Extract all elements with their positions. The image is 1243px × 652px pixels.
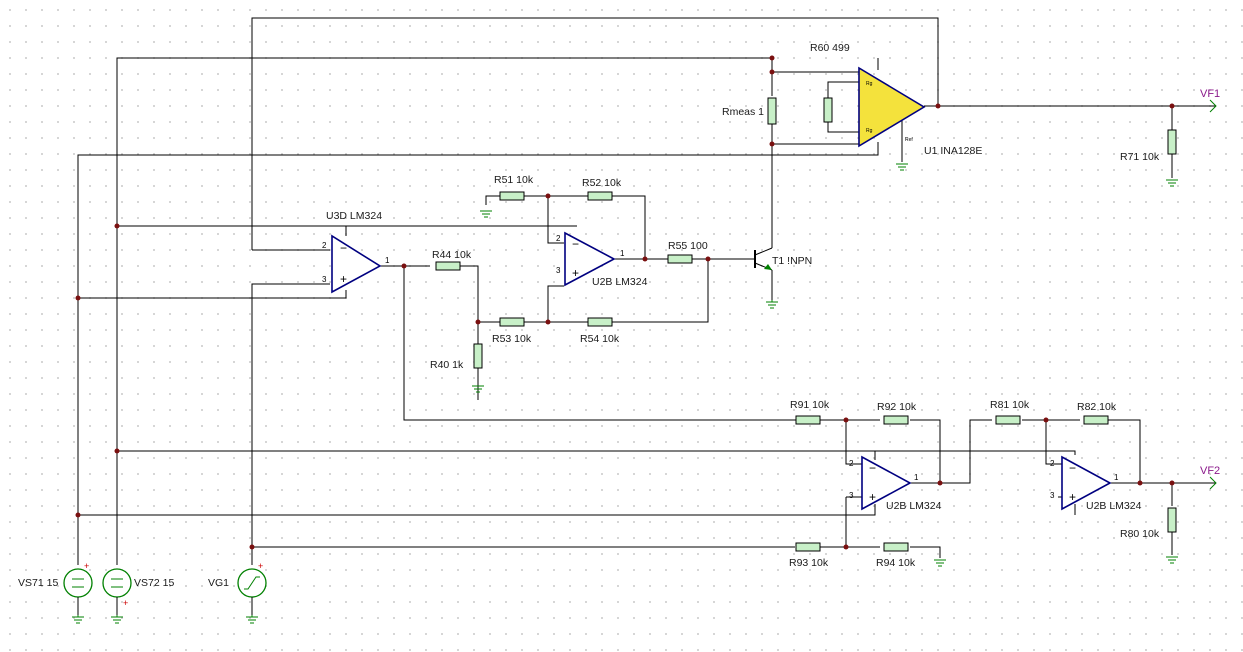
resistor-rmeas [767, 97, 777, 125]
output-terminals [1209, 99, 1217, 490]
resistor-r92 [883, 415, 909, 425]
label-r52: R52 10k [582, 177, 622, 189]
voltage-source-vs72: + [102, 568, 132, 615]
signal-generator-vg1: + [237, 561, 267, 615]
opamp-u3d: 2 3 1 − + [322, 234, 390, 294]
label-r40: R40 1k [430, 359, 464, 371]
opamp-u2b-top: 2 3 1 − + [556, 231, 625, 287]
ina128-amplifier: Rg Rg Ref [858, 66, 926, 148]
label-vf1: VF1 [1200, 88, 1220, 100]
svg-text:+: + [258, 561, 263, 571]
label-r44: R44 10k [432, 249, 472, 261]
label-u2b-top: U2B LM324 [592, 276, 648, 288]
resistor-r52 [587, 191, 613, 201]
resistor-r82 [1083, 415, 1109, 425]
wires [77, 17, 1216, 565]
svg-text:−: − [1069, 461, 1076, 475]
label-r82: R82 10k [1077, 401, 1117, 413]
resistor-r54 [587, 317, 613, 327]
label-r55: R55 100 [668, 240, 708, 252]
svg-text:2: 2 [322, 241, 327, 250]
svg-text:1: 1 [1114, 473, 1119, 482]
svg-text:+: + [572, 266, 579, 280]
ground-symbols [72, 163, 1178, 624]
resistor-r81 [995, 415, 1021, 425]
opamp-u2b-mid: 2 3 1 − + [849, 455, 919, 511]
resistor-r93 [795, 542, 821, 552]
label-t1: T1 !NPN [772, 255, 812, 267]
svg-text:2: 2 [556, 234, 561, 243]
svg-text:Ref: Ref [905, 137, 913, 143]
label-vf2: VF2 [1200, 465, 1220, 477]
label-r71: R71 10k [1120, 151, 1160, 163]
svg-text:+: + [869, 490, 876, 504]
label-r53: R53 10k [492, 333, 532, 345]
resistor-inner [823, 97, 833, 123]
component-labels: R60 499 Rmeas 1 U1 INA128E R71 10k R51 1… [18, 42, 1220, 589]
svg-text:3: 3 [556, 266, 561, 275]
label-vg1: VG1 [208, 577, 229, 589]
svg-text:+: + [340, 272, 347, 286]
svg-text:−: − [572, 237, 579, 251]
label-vs72: VS72 15 [134, 577, 174, 589]
svg-text:3: 3 [322, 275, 327, 284]
label-vs71: VS71 15 [18, 577, 58, 589]
label-u1: U1 INA128E [924, 145, 982, 157]
svg-text:Rg: Rg [866, 128, 873, 134]
label-u2b-right: U2B LM324 [1086, 500, 1142, 512]
svg-text:−: − [340, 241, 347, 255]
resistor-r91 [795, 415, 821, 425]
resistor-r71 [1167, 129, 1177, 155]
label-r94: R94 10k [876, 557, 916, 569]
resistor-r53 [499, 317, 525, 327]
svg-text:2: 2 [849, 459, 854, 468]
label-r60: R60 499 [810, 42, 850, 54]
label-r92: R92 10k [877, 401, 917, 413]
junction-nodes [75, 55, 1175, 550]
svg-text:3: 3 [849, 491, 854, 500]
svg-text:Rg: Rg [866, 81, 873, 87]
resistor-r44 [435, 261, 461, 271]
resistors [435, 97, 1177, 552]
resistor-r40 [473, 343, 483, 369]
svg-text:+: + [123, 598, 128, 608]
svg-text:−: − [869, 461, 876, 475]
label-r80: R80 10k [1120, 528, 1160, 540]
svg-text:2: 2 [1050, 459, 1055, 468]
svg-text:3: 3 [1050, 491, 1055, 500]
svg-text:1: 1 [620, 249, 625, 258]
svg-text:+: + [1069, 490, 1076, 504]
label-u3d: U3D LM324 [326, 210, 382, 222]
resistor-r55 [667, 254, 693, 264]
resistor-r94 [883, 542, 909, 552]
label-r91: R91 10k [790, 399, 830, 411]
label-r51: R51 10k [494, 174, 534, 186]
svg-text:1: 1 [914, 473, 919, 482]
label-rmeas: Rmeas 1 [722, 106, 764, 118]
svg-text:1: 1 [385, 256, 390, 265]
label-r93: R93 10k [789, 557, 829, 569]
voltage-source-vs71: + [63, 561, 93, 615]
svg-text:+: + [84, 561, 89, 571]
resistor-r80 [1167, 507, 1177, 533]
npn-transistor-t1 [754, 247, 773, 271]
resistor-r51 [499, 191, 525, 201]
label-u2b-mid: U2B LM324 [886, 500, 942, 512]
label-r54: R54 10k [580, 333, 620, 345]
label-r81: R81 10k [990, 399, 1030, 411]
opamp-u2b-right: 2 3 1 − + [1050, 455, 1119, 511]
